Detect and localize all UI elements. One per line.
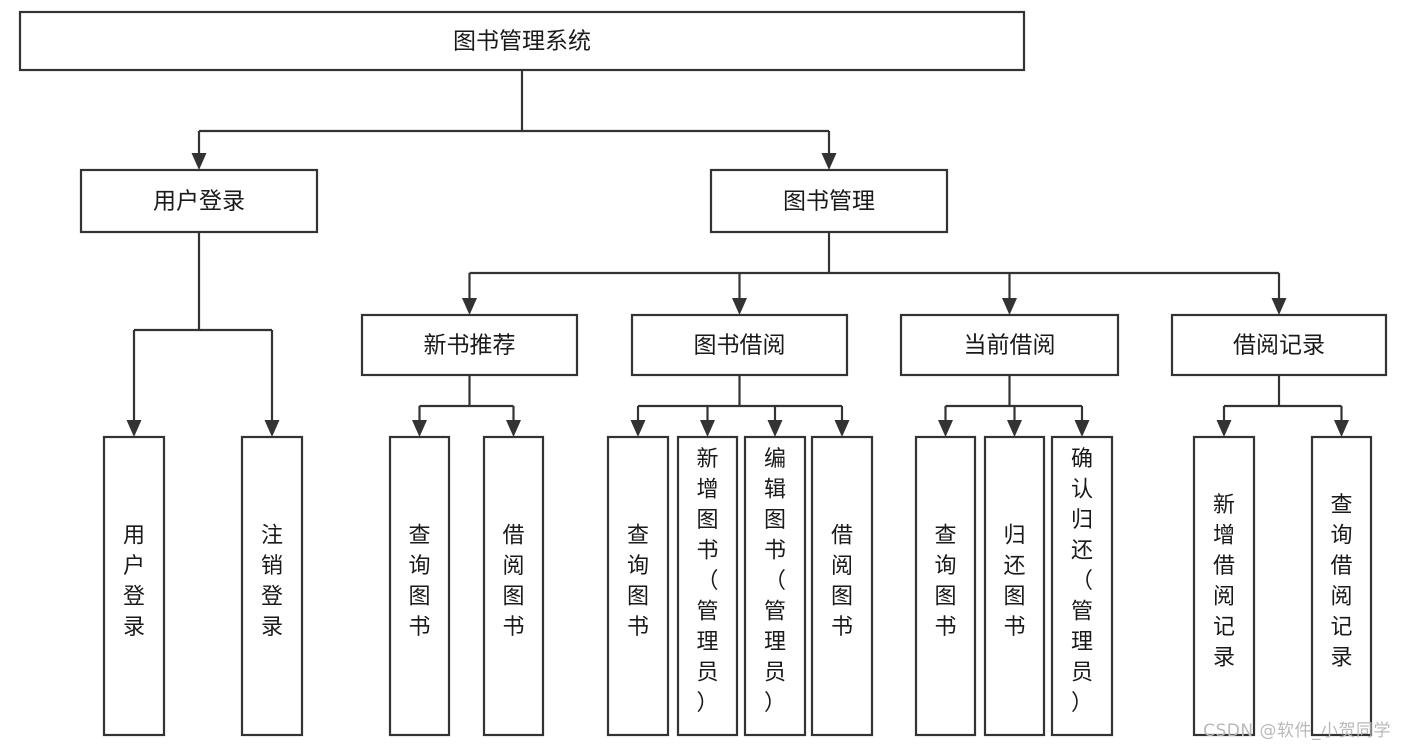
edge-group-root	[191, 70, 837, 170]
node-box-leaf-edit-book[interactable]	[743, 435, 807, 737]
node-box-leaf-add-borrow-record[interactable]	[1192, 435, 1256, 737]
arrow-head-icon	[732, 298, 747, 315]
arrow-head-icon	[1002, 298, 1017, 315]
node-label-leaf-query-book-current: 查询图书	[934, 523, 956, 640]
node-box-leaf-query-book-current[interactable]	[914, 435, 977, 737]
node-box-current-borrow[interactable]	[899, 313, 1120, 377]
arrow-head-icon	[767, 420, 783, 437]
node-box-borrow-record[interactable]	[1170, 313, 1388, 377]
node-box-leaf-user-login[interactable]	[102, 435, 166, 737]
node-label-leaf-user-login: 用户登录	[123, 523, 145, 640]
node-box-book-borrow[interactable]	[630, 313, 849, 377]
node-leaf-edit-book[interactable]: 编辑图书（管理员）	[743, 435, 807, 737]
node-label-leaf-add-book: 新增图书（管理员）	[696, 447, 718, 716]
arrow-head-icon	[462, 298, 477, 315]
edge-group-current-borrow	[938, 375, 1090, 437]
node-label-leaf-confirm-return: 确认归还（管理员）	[1071, 447, 1093, 716]
node-leaf-add-book[interactable]: 新增图书（管理员）	[676, 435, 739, 737]
nodes-layer: 图书管理系统用户登录图书管理新书推荐图书借阅当前借阅借阅记录用户登录注销登录查询…	[18, 10, 1388, 737]
node-book-manage[interactable]: 图书管理	[709, 168, 949, 234]
node-box-leaf-return-book[interactable]	[983, 435, 1046, 737]
edge-group-user-login	[126, 232, 280, 437]
arrow-head-icon	[126, 420, 142, 437]
node-box-new-book-recommend[interactable]	[360, 313, 579, 377]
edge-group-book-borrow	[630, 375, 850, 437]
node-box-root[interactable]	[18, 10, 1026, 72]
node-current-borrow[interactable]: 当前借阅	[899, 313, 1120, 377]
arrow-head-icon	[630, 420, 646, 437]
node-label-leaf-edit-book: 编辑图书（管理员）	[764, 447, 786, 716]
node-label-leaf-borrow-book: 借阅图书	[831, 523, 853, 640]
edges-layer	[126, 70, 1349, 437]
csdn-watermark: CSDN @软件_小贺同学	[1203, 721, 1391, 741]
node-book-borrow[interactable]: 图书借阅	[630, 313, 849, 377]
arrow-head-icon	[264, 420, 280, 437]
node-label-leaf-logout-login: 注销登录	[261, 523, 283, 640]
arrow-head-icon	[506, 420, 521, 437]
arrow-head-icon	[412, 420, 427, 437]
node-box-leaf-query-borrow-record[interactable]	[1310, 435, 1373, 737]
node-label-leaf-return-book: 归还图书	[1003, 523, 1025, 640]
node-borrow-record[interactable]: 借阅记录	[1170, 313, 1388, 377]
node-new-book-recommend[interactable]: 新书推荐	[360, 313, 579, 377]
node-leaf-query-book-borrow[interactable]: 查询图书	[606, 435, 670, 737]
arrow-head-icon	[938, 420, 953, 437]
arrow-head-icon	[834, 420, 850, 437]
node-box-leaf-borrow-book[interactable]	[810, 435, 874, 737]
node-label-leaf-add-borrow-record: 新增借阅记录	[1213, 493, 1235, 671]
node-root[interactable]: 图书管理系统	[18, 10, 1026, 72]
node-box-leaf-query-book-borrow[interactable]	[606, 435, 670, 737]
node-label-root: 图书管理系统	[453, 29, 591, 55]
arrow-head-icon	[1334, 420, 1349, 437]
node-box-book-manage[interactable]	[709, 168, 949, 234]
node-box-leaf-query-book-rec[interactable]	[388, 435, 451, 737]
arrow-head-icon	[821, 153, 837, 170]
node-leaf-query-borrow-record[interactable]: 查询借阅记录	[1310, 435, 1373, 737]
arrow-head-icon	[1007, 420, 1022, 437]
node-label-book-borrow: 图书借阅	[694, 333, 786, 359]
node-leaf-logout-login[interactable]: 注销登录	[240, 435, 304, 737]
node-box-user-login[interactable]	[79, 168, 319, 234]
node-label-borrow-record: 借阅记录	[1233, 333, 1325, 359]
node-leaf-return-book[interactable]: 归还图书	[983, 435, 1046, 737]
node-label-book-manage: 图书管理	[783, 189, 875, 215]
arrow-head-icon	[700, 420, 715, 437]
edge-group-book-manage	[462, 232, 1287, 315]
node-box-leaf-confirm-return[interactable]	[1050, 435, 1114, 737]
arrow-head-icon	[1271, 298, 1287, 315]
node-leaf-query-book-rec[interactable]: 查询图书	[388, 435, 451, 737]
node-leaf-add-borrow-record[interactable]: 新增借阅记录	[1192, 435, 1256, 737]
node-leaf-confirm-return[interactable]: 确认归还（管理员）	[1050, 435, 1114, 737]
node-box-leaf-add-book[interactable]	[676, 435, 739, 737]
node-label-leaf-query-borrow-record: 查询借阅记录	[1330, 493, 1352, 671]
node-leaf-query-book-current[interactable]: 查询图书	[914, 435, 977, 737]
node-label-new-book-recommend: 新书推荐	[424, 333, 516, 359]
edge-group-new-book-recommend	[412, 375, 521, 437]
node-label-current-borrow: 当前借阅	[964, 333, 1056, 359]
arrow-head-icon	[1216, 420, 1232, 437]
node-box-leaf-borrow-book-rec[interactable]	[482, 435, 545, 737]
node-label-user-login: 用户登录	[153, 189, 245, 215]
node-leaf-borrow-book[interactable]: 借阅图书	[810, 435, 874, 737]
node-label-leaf-query-book-borrow: 查询图书	[627, 523, 649, 640]
node-leaf-borrow-book-rec[interactable]: 借阅图书	[482, 435, 545, 737]
node-box-leaf-logout-login[interactable]	[240, 435, 304, 737]
arrow-head-icon	[1074, 420, 1090, 437]
node-user-login[interactable]: 用户登录	[79, 168, 319, 234]
node-label-leaf-query-book-rec: 查询图书	[408, 523, 430, 640]
edge-group-borrow-record	[1216, 375, 1349, 437]
node-leaf-user-login[interactable]: 用户登录	[102, 435, 166, 737]
arrow-head-icon	[191, 153, 207, 170]
node-label-leaf-borrow-book-rec: 借阅图书	[502, 523, 524, 640]
